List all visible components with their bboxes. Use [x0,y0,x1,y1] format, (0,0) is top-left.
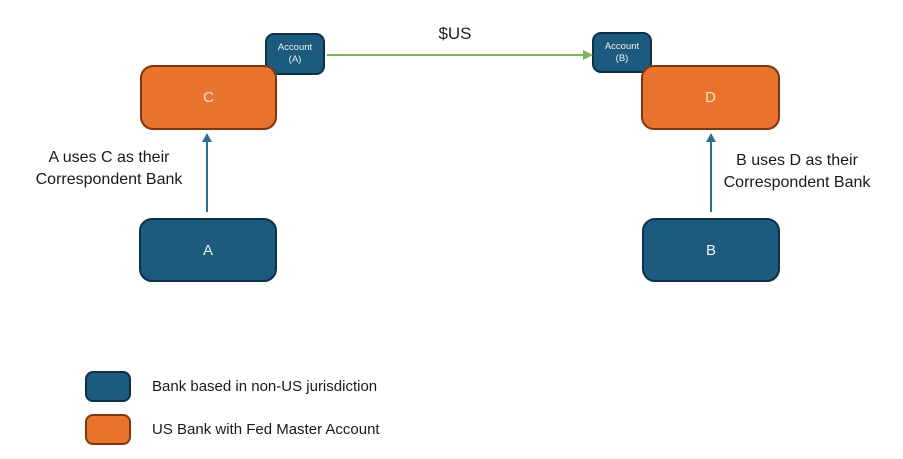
account-a-line2: (A) [288,54,302,65]
account-b-line2: (B) [615,52,629,64]
annotation-a-uses-c-line2: Correspondent Bank [35,171,183,188]
legend-item-us-bank: US Bank with Fed Master Account [85,414,380,445]
us-flow-arrow-line [327,54,584,56]
annotation-b-uses-d-line2: Correspondent Bank [723,174,871,191]
legend-label-non-us-bank: Bank based in non-US jurisdiction [152,378,378,395]
legend-item-non-us-bank: Bank based in non-US jurisdiction [85,371,377,402]
legend-swatch-non-us-bank [85,371,131,402]
a-to-c-arrow-line [206,141,208,212]
us-flow-label: $US [438,24,472,43]
bank-d-label: D [705,89,716,106]
us-flow-arrowhead-icon [583,50,593,60]
legend-label-us-bank: US Bank with Fed Master Account [152,421,380,438]
a-to-c-arrowhead-icon [202,133,212,142]
legend-swatch-us-bank [85,414,131,445]
node-bank-b: B [642,218,780,282]
account-a-line1: Account [277,42,313,53]
node-account-b: Account (B) [592,32,652,73]
node-bank-c: C [140,65,277,130]
node-bank-a: A [139,218,277,282]
annotation-a-uses-c: A uses C as their Correspondent Bank [14,147,204,191]
bank-b-label: B [705,241,716,259]
bank-a-label: A [202,241,213,259]
account-b-line1: Account [604,40,640,52]
b-to-d-arrowhead-icon [706,133,716,142]
node-bank-d: D [641,65,780,130]
annotation-b-uses-d: B uses D as their Correspondent Bank [702,150,892,194]
b-to-d-arrow-line [710,141,712,212]
bank-c-label: C [203,89,214,106]
node-account-a: Account (A) [265,33,325,75]
annotation-b-uses-d-line1: B uses D as their [736,152,858,169]
annotation-a-uses-c-line1: A uses C as their [48,149,170,166]
